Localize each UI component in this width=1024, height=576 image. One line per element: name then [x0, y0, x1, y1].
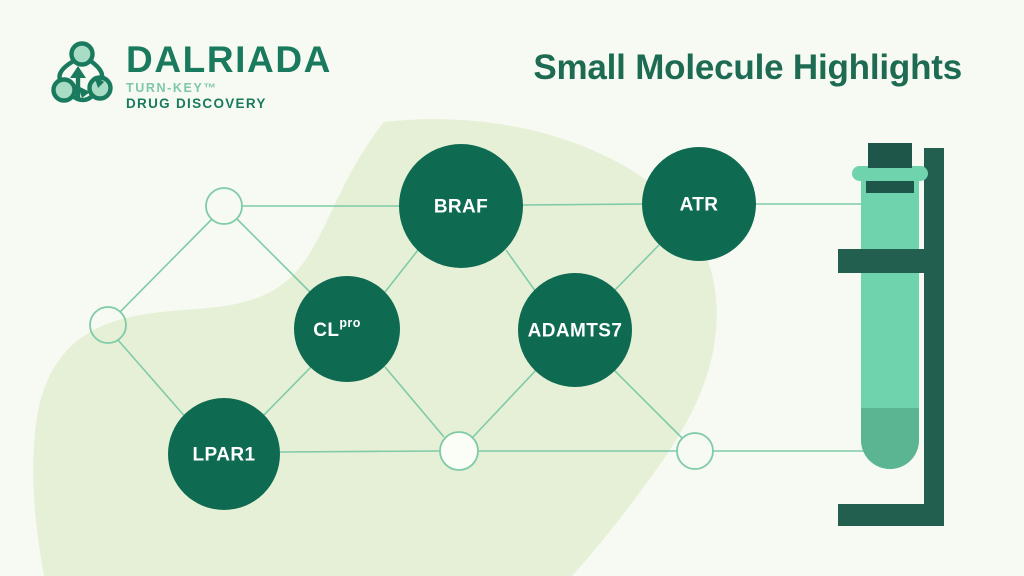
- slide-header: DALRIADA TURN-KEY™ DRUG DISCOVERY Small …: [0, 0, 1024, 130]
- tube-liquid: [861, 408, 919, 469]
- node-atr-circle[interactable]: [642, 147, 756, 261]
- node-lpar1-label: LPAR1: [193, 445, 256, 466]
- link-lpar1-to-hub-center: [279, 450, 441, 453]
- network-hubs: [89, 187, 714, 471]
- logo-mark-arc-bottom: [71, 94, 94, 103]
- node-clpro[interactable]: CLpro: [294, 276, 400, 382]
- rack-vertical-post: [924, 148, 944, 526]
- hub-center[interactable]: [439, 431, 479, 471]
- logo-mark-circle-top: [69, 41, 95, 67]
- network-target-nodes: BRAF ATR CLpro ADAMTS7 LPAR1: [168, 144, 756, 510]
- logo-wordmark: DALRIADA TURN-KEY™ DRUG DISCOVERY: [126, 39, 333, 111]
- node-clpro-label-superscript: pro: [339, 316, 360, 330]
- tube-neck-band: [866, 181, 914, 193]
- node-adamts7[interactable]: ADAMTS7: [518, 273, 632, 387]
- brand-tagline-secondary: DRUG DISCOVERY: [126, 95, 267, 111]
- page-title: Small Molecule Highlights: [533, 48, 962, 87]
- logo-mark-arrowhead-right: [94, 76, 104, 88]
- link-adamts7-to-hub-center: [472, 367, 539, 438]
- logo-mark-circle-left: [51, 77, 77, 103]
- logo-mark-arrowhead-up: [70, 66, 86, 78]
- logo-mark-arrowhead-left: [78, 86, 90, 98]
- node-adamts7-circle[interactable]: [518, 273, 632, 387]
- link-adamts7-to-hub-right: [611, 367, 683, 439]
- dalriada-logo[interactable]: DALRIADA TURN-KEY™ DRUG DISCOVERY: [48, 38, 332, 112]
- hub-right[interactable]: [676, 432, 714, 470]
- brand-tagline-primary: TURN-KEY™: [126, 80, 218, 95]
- link-braf-to-adamts7: [505, 249, 537, 293]
- link-hub-upper-left-to-clpro: [236, 218, 311, 293]
- node-lpar1-circle[interactable]: [168, 398, 280, 510]
- link-clpro-to-hub-center: [384, 366, 445, 438]
- hub-upper-left[interactable]: [205, 187, 243, 225]
- tube-glass-body: [861, 175, 919, 469]
- link-braf-to-atr: [522, 203, 643, 206]
- rack-upper-cross-bar: [838, 249, 944, 273]
- brand-name: DALRIADA: [126, 39, 333, 80]
- node-lpar1[interactable]: LPAR1: [168, 398, 280, 510]
- dalriada-triskelion-mark: [51, 41, 113, 103]
- tube-cap: [868, 143, 912, 168]
- link-atr-to-adamts7: [612, 244, 660, 293]
- node-clpro-circle[interactable]: [294, 276, 400, 382]
- node-braf[interactable]: BRAF: [399, 144, 523, 268]
- hub-left[interactable]: [89, 306, 127, 344]
- node-clpro-label: CLpro: [313, 316, 360, 341]
- logo-mark-arc-right: [89, 59, 105, 81]
- link-clpro-to-lpar1: [258, 366, 312, 421]
- logo-mark-arc-left: [57, 59, 75, 83]
- link-braf-to-clpro: [384, 249, 419, 293]
- node-braf-circle[interactable]: [399, 144, 523, 268]
- node-braf-label: BRAF: [434, 197, 488, 218]
- node-atr-label: ATR: [680, 195, 719, 216]
- tube-rim: [852, 166, 928, 181]
- rack-base-bar: [838, 504, 944, 526]
- node-clpro-label-base: CL: [313, 320, 339, 341]
- link-hub-left-to-lpar1: [117, 339, 189, 421]
- network-links: [117, 203, 900, 453]
- link-hub-left-to-hub-upper-left: [119, 218, 213, 313]
- node-adamts7-label: ADAMTS7: [528, 321, 623, 342]
- node-atr[interactable]: ATR: [642, 147, 756, 261]
